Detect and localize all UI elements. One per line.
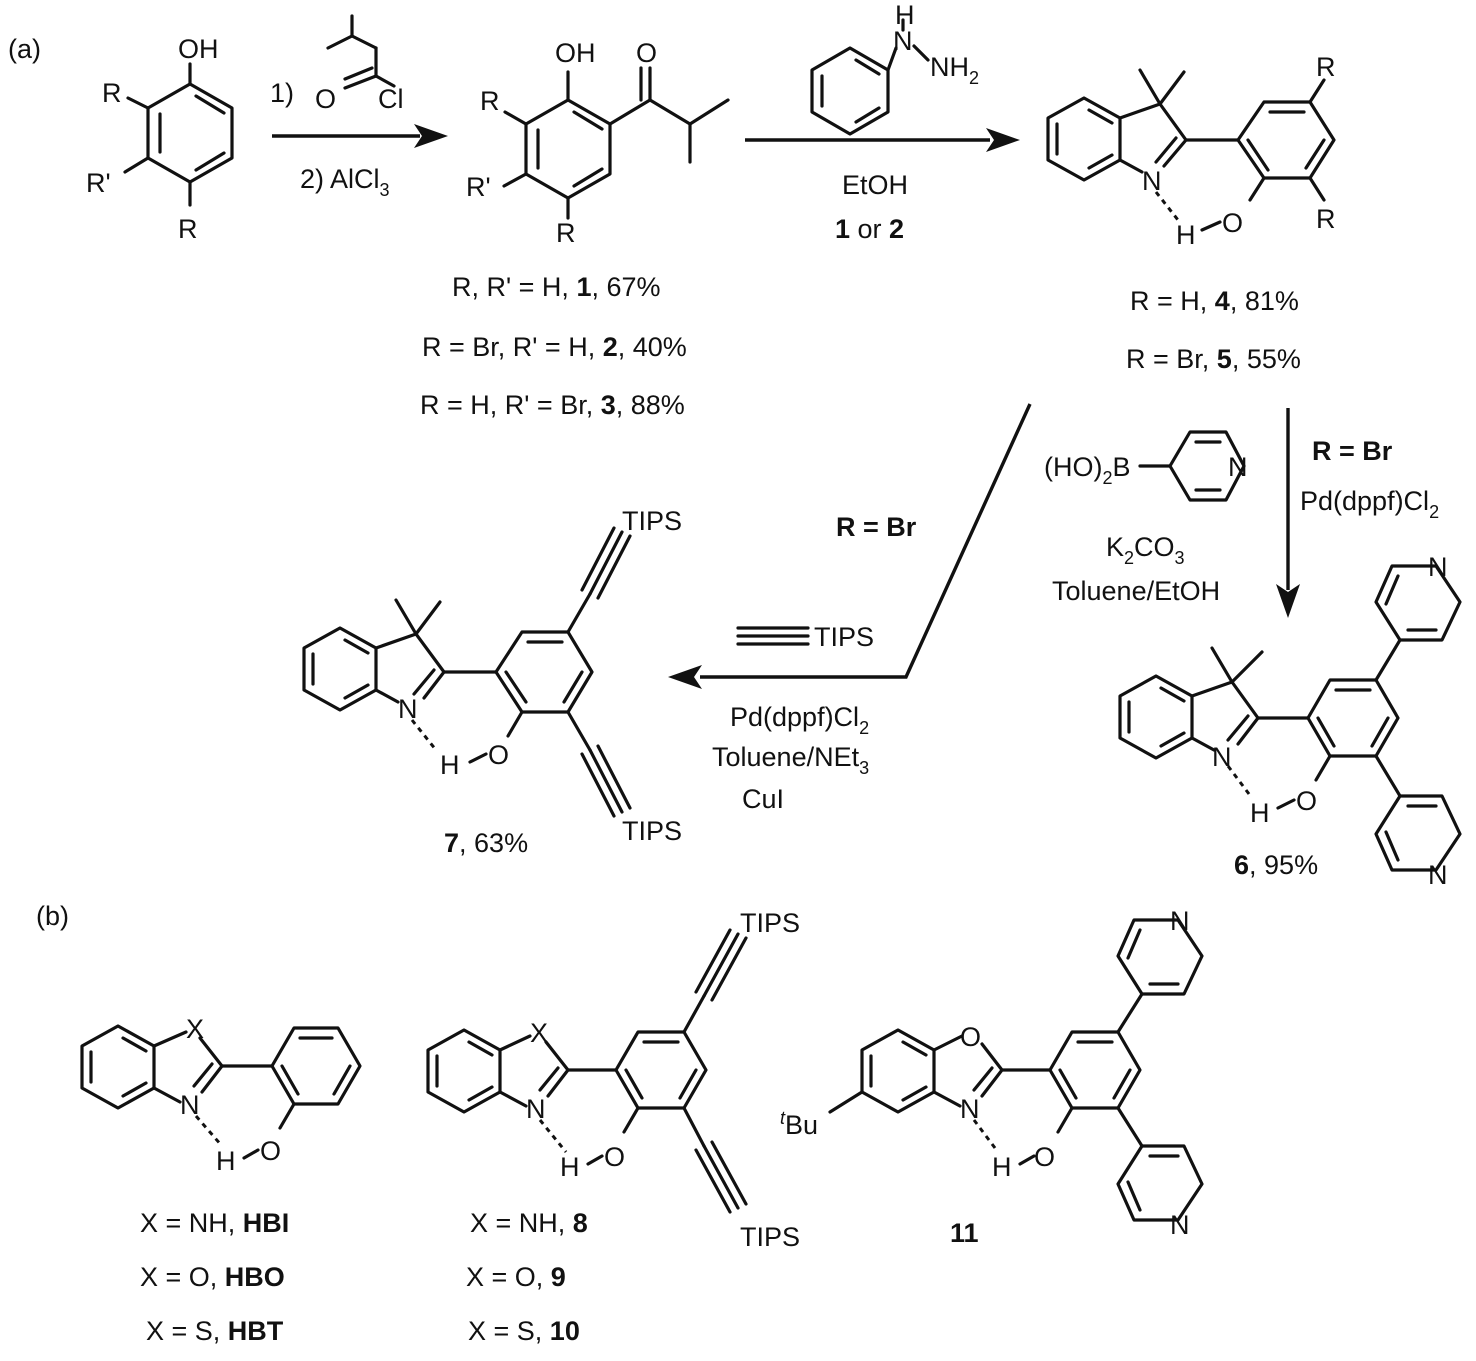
indolenine-h: H	[1176, 220, 1196, 250]
ketone-r-bottom: R	[556, 218, 576, 248]
c6-h: H	[1250, 798, 1270, 828]
tips-acetylene: TIPS	[736, 622, 874, 652]
starting-phenol: OH R R' R	[86, 34, 234, 244]
c11-pyridine-n1: N	[1170, 906, 1190, 936]
phenylhydrazine: H N NH2	[810, 0, 979, 136]
ketone-yield-2: R = Br, R' = H, 2, 40%	[422, 332, 687, 362]
ketone-yield-1: R, R' = H, 1, 67%	[452, 272, 661, 302]
c6-o: O	[1296, 786, 1317, 816]
ketone-r-top: R	[480, 86, 500, 116]
ketone-oh: OH	[555, 38, 596, 68]
acyl-oxygen: O	[315, 84, 336, 114]
sonogashira-catalyst: Pd(dppf)Cl2	[730, 702, 869, 738]
hbx-item-2: X = O, HBO	[140, 1262, 285, 1292]
c7-tips-bottom: TIPS	[622, 816, 682, 846]
c7-yield: 7, 63%	[444, 828, 528, 858]
ketone-r-prime: R'	[466, 172, 491, 202]
c7-o: O	[488, 740, 509, 770]
c8-o: O	[604, 1142, 625, 1172]
pyridyl-boronic-acid: (HO)2B N	[1044, 430, 1248, 502]
indolenine-yield-list: R = H, 4, 81% R = Br, 5, 55%	[1126, 286, 1301, 374]
c8-x: X	[530, 1018, 548, 1048]
sonogashira-condition: R = Br	[836, 512, 917, 542]
c11-h: H	[992, 1152, 1012, 1182]
hbx-compound: X N H O	[80, 1014, 362, 1176]
indolenine-o: O	[1222, 208, 1243, 238]
step1-arrow	[272, 124, 448, 148]
hbx-n: N	[180, 1090, 200, 1120]
hydrazine-h: H	[895, 0, 915, 30]
hydrazine-n: N	[893, 26, 913, 56]
suzuki-solvent: Toluene/EtOH	[1052, 576, 1220, 606]
hydroxy-ketone: OH O R R' R	[466, 38, 730, 248]
hbx-h: H	[216, 1146, 236, 1176]
sm-oh: OH	[178, 34, 219, 64]
c8-item-3: X = S, 10	[468, 1316, 580, 1346]
hydrazine-nh2: NH2	[930, 52, 979, 88]
suzuki-condition: R = Br	[1312, 436, 1393, 466]
indolenine-n: N	[1142, 166, 1162, 196]
c6-n: N	[1212, 742, 1232, 772]
indolenine-yield-5: R = Br, 5, 55%	[1126, 344, 1301, 374]
c11-pyridine-n2: N	[1170, 1210, 1190, 1240]
panel-a-label: (a)	[8, 34, 41, 64]
c11-ring-o: O	[960, 1022, 981, 1052]
indolenine-4-5: N H O R R	[1046, 52, 1336, 250]
compound-7: N H O TIPS TIPS	[302, 506, 682, 846]
step1-lewis-acid: 2) AlCl3	[300, 164, 390, 200]
c11-o: O	[1034, 1142, 1055, 1172]
alkyne-tips: TIPS	[814, 622, 874, 652]
boronic-acid-label: (HO)2B	[1044, 452, 1131, 488]
c6-pyridine-n1: N	[1428, 552, 1448, 582]
c7-n: N	[398, 694, 418, 724]
ketone-yield-3: R = H, R' = Br, 3, 88%	[420, 390, 685, 420]
sonogashira-arrow	[668, 403, 1032, 689]
compound-6: N H O N N	[1118, 552, 1462, 890]
c11-tbu: tBu	[780, 1108, 818, 1140]
step1-label-1: 1)	[270, 78, 294, 108]
sm-r-top: R	[102, 78, 122, 108]
c7-tips-top: TIPS	[622, 506, 682, 536]
indolenine-r2: R	[1316, 204, 1336, 234]
c8-item-1: X = NH, 8	[470, 1208, 588, 1238]
indolenine-yield-4: R = H, 4, 81%	[1130, 286, 1299, 316]
hbx-item-3: X = S, HBT	[146, 1316, 284, 1346]
indolenine-r1: R	[1316, 52, 1336, 82]
ketone-yield-list: R, R' = H, 1, 67% R = Br, R' = H, 2, 40%…	[420, 272, 687, 420]
c8-tips-bottom: TIPS	[740, 1222, 800, 1252]
c6-yield: 6, 95%	[1234, 850, 1318, 880]
sonogashira-solvent: Toluene/NEt3	[712, 742, 869, 778]
hbx-list: X = NH, HBI X = O, HBO X = S, HBT	[140, 1208, 289, 1346]
hbx-item-1: X = NH, HBI	[140, 1208, 289, 1238]
c11-n: N	[960, 1094, 980, 1124]
hbx-o: O	[260, 1136, 281, 1166]
panel-b-label: (b)	[36, 901, 69, 931]
c7-h: H	[440, 750, 460, 780]
compound-11: O N H O tBu N N	[780, 906, 1204, 1240]
hbx-x: X	[186, 1014, 204, 1044]
c8-n: N	[526, 1094, 546, 1124]
suzuki-base: K2CO3	[1106, 532, 1185, 568]
acyl-chlorine: Cl	[378, 84, 404, 114]
c8-tips-top: TIPS	[740, 908, 800, 938]
step2-substrates: 1 or 2	[835, 214, 904, 244]
c6-pyridine-n2: N	[1428, 860, 1448, 890]
sm-r-prime: R'	[86, 168, 111, 198]
c8-h: H	[560, 1152, 580, 1182]
c8-list: X = NH, 8 X = O, 9 X = S, 10	[466, 1208, 588, 1346]
sm-r-bottom: R	[178, 214, 198, 244]
step1-reagents: 1) O Cl 2) AlCl3	[270, 14, 404, 200]
step2-arrow	[745, 128, 1020, 152]
ketone-carbonyl-o: O	[636, 38, 657, 68]
suzuki-arrow	[1276, 408, 1300, 618]
compound-8-10: X N H O TIPS TIPS	[426, 908, 800, 1252]
c11-label: 11	[950, 1218, 979, 1248]
suzuki-catalyst: Pd(dppf)Cl2	[1300, 486, 1439, 522]
step2-solvent: EtOH	[842, 170, 908, 200]
c8-item-2: X = O, 9	[466, 1262, 566, 1292]
boronic-py-n: N	[1228, 452, 1248, 482]
sonogashira-cocatalyst: CuI	[742, 784, 784, 814]
